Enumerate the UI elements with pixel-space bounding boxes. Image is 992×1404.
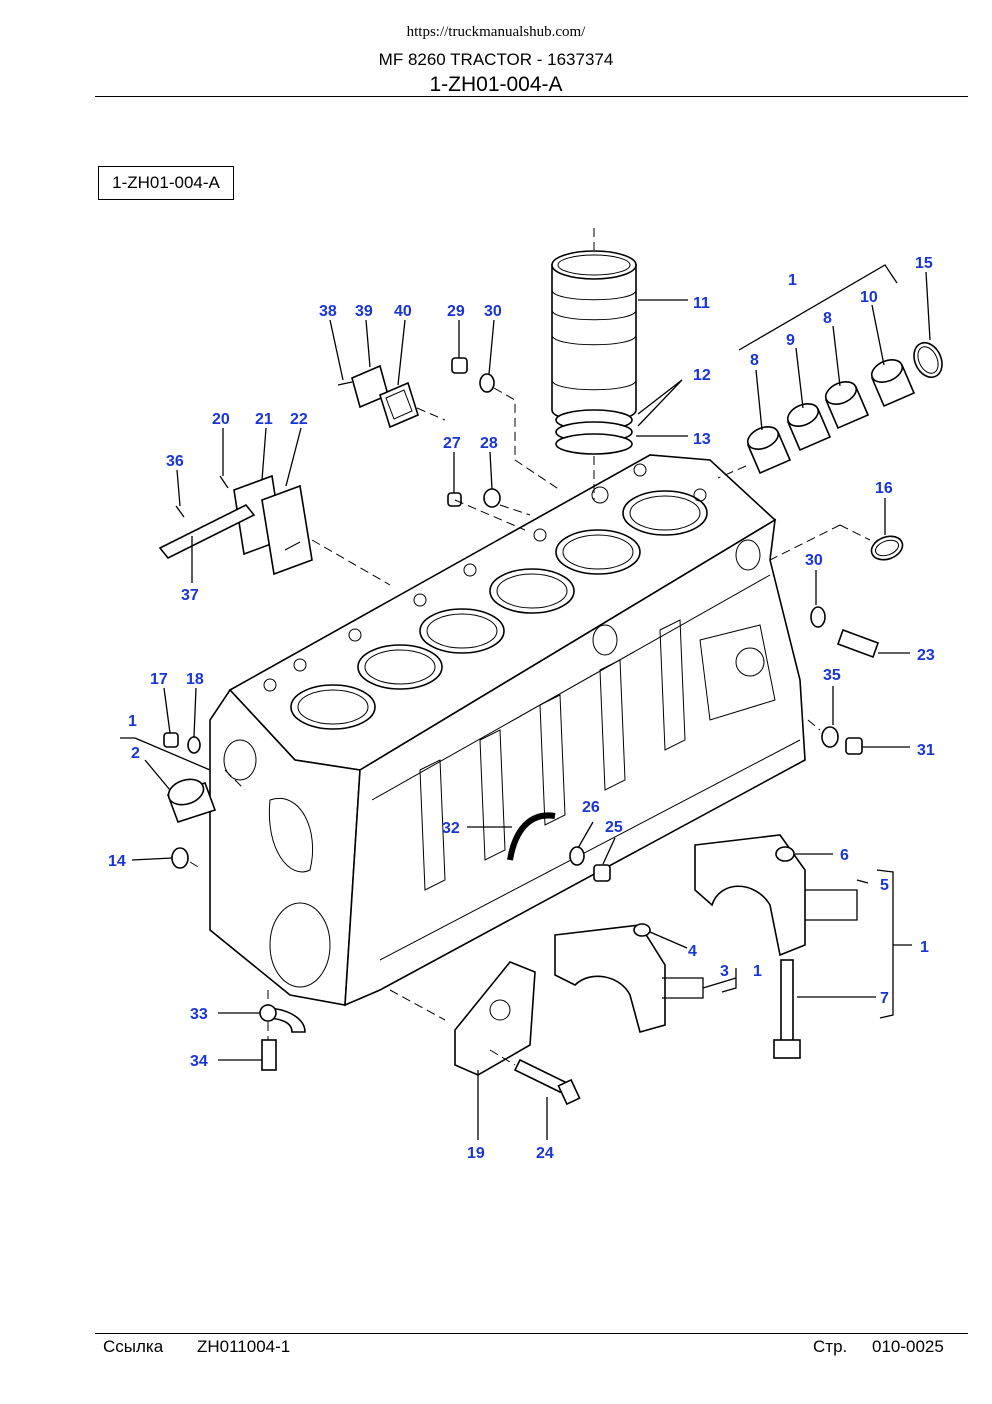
- cylinder-liner-drawing: [551, 250, 637, 455]
- callout-1-mid: 1: [753, 963, 762, 980]
- callout-29: 29: [447, 303, 465, 320]
- callout-4: 4: [688, 943, 697, 960]
- callout-19: 19: [467, 1145, 485, 1162]
- callout-21: 21: [255, 411, 273, 428]
- engine-block-drawing: [209, 454, 806, 1007]
- callout-32: 32: [442, 820, 460, 837]
- document-title: MF 8260 TRACTOR - 1637374: [378, 50, 614, 69]
- callout-26: 26: [582, 799, 600, 816]
- callout-1-left: 1: [128, 713, 137, 730]
- callout-17: 17: [150, 671, 168, 688]
- callout-9: 9: [786, 332, 795, 349]
- callout-15: 15: [915, 255, 933, 272]
- callout-38: 38: [319, 303, 337, 320]
- small-parts-drawings: [158, 357, 880, 1106]
- callout-27: 27: [443, 435, 461, 452]
- callout-22: 22: [290, 411, 308, 428]
- callout-1-right: 1: [920, 939, 929, 956]
- alignment-lines: [189, 228, 871, 1066]
- callout-35: 35: [823, 667, 841, 684]
- callout-13: 13: [693, 431, 711, 448]
- footer-ref-value: ZH011004-1: [197, 1337, 291, 1356]
- callout-10: 10: [860, 289, 878, 306]
- footer-rule: [95, 1333, 968, 1334]
- callout-7: 7: [880, 990, 889, 1007]
- leader-lines: [120, 264, 931, 1140]
- footer-page-value: 010-0025: [872, 1337, 944, 1356]
- callout-12: 12: [693, 367, 711, 384]
- callout-39: 39: [355, 303, 373, 320]
- callout-33: 33: [190, 1006, 208, 1023]
- callout-30-right: 30: [805, 552, 823, 569]
- header-rule: [95, 96, 968, 97]
- callout-28: 28: [480, 435, 498, 452]
- callout-37: 37: [181, 587, 199, 604]
- callout-8-left: 8: [750, 352, 759, 369]
- callout-11: 11: [693, 295, 710, 312]
- callout-16: 16: [875, 480, 893, 497]
- callout-numbers: 11 12 13 1 15 10 8 9 8 16 30 23 35 31 38…: [108, 255, 935, 1162]
- callout-23: 23: [917, 647, 935, 664]
- callout-5: 5: [880, 877, 889, 894]
- callout-34: 34: [190, 1053, 208, 1070]
- callout-25: 25: [605, 819, 623, 836]
- callout-24: 24: [536, 1145, 554, 1162]
- callout-30-top: 30: [484, 303, 502, 320]
- callout-31: 31: [917, 742, 935, 759]
- callout-20: 20: [212, 411, 230, 428]
- footer-page-label: Стр.: [813, 1337, 848, 1356]
- callout-18: 18: [186, 671, 204, 688]
- footer-ref-label: Ссылка: [103, 1337, 164, 1356]
- callout-3: 3: [720, 963, 729, 980]
- bushing-drawings: [166, 341, 943, 869]
- callout-8-right: 8: [823, 310, 832, 327]
- section-code: 1-ZH01-004-A: [429, 73, 563, 96]
- source-url: https://truckmanualshub.com/: [406, 24, 586, 40]
- callout-2: 2: [131, 745, 140, 762]
- callout-1-top: 1: [788, 272, 797, 289]
- callout-6: 6: [840, 847, 849, 864]
- callout-36: 36: [166, 453, 184, 470]
- callout-14: 14: [108, 853, 126, 870]
- callout-40: 40: [394, 303, 412, 320]
- figure-reference-box: 1-ZH01-004-A: [98, 166, 234, 200]
